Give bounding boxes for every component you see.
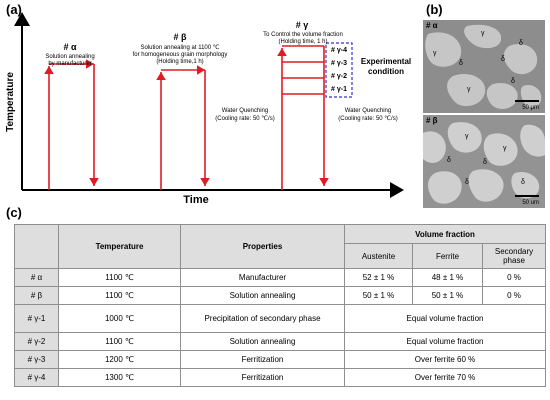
phase-label: δ	[511, 78, 515, 85]
scale-label: 50 μm	[522, 105, 539, 111]
gamma-id: # γ	[296, 20, 309, 30]
beta-id: # β	[174, 32, 188, 42]
row-properties: Precipitation of secondary phase	[180, 304, 345, 333]
micrograph-alpha: # α γ δ γ δ δ γ δ 50 μm	[423, 20, 545, 113]
gamma-profile	[277, 45, 329, 190]
beta-desc-2: for homogeneous grain morphology	[133, 52, 228, 58]
gamma-box	[325, 42, 353, 98]
row-temperature: 1200 ℃	[58, 350, 181, 369]
beta-desc-1: Solution annealing at 1100 ℃	[140, 44, 219, 51]
experimental-condition-1: Experimental	[361, 57, 411, 66]
alpha-desc-1: Solution annealing	[45, 54, 94, 60]
phase-label: γ	[433, 50, 437, 57]
row-properties: Ferritization	[180, 368, 345, 387]
micrograph-alpha-texture	[423, 20, 545, 113]
row-temperature: 1100 ℃	[58, 268, 181, 287]
row-volume-fraction: Over ferrite 70 %	[343, 368, 547, 387]
row-volume-fraction: Over ferrite 60 %	[343, 350, 547, 369]
beta-desc-3: (Holding time,1 h)	[156, 59, 203, 65]
gamma-quench-2: (Cooling rate: 50 ℃/s)	[338, 115, 397, 122]
beta-profile	[156, 65, 210, 190]
phase-label: γ	[481, 30, 485, 37]
gamma-item-2: # γ-2	[331, 73, 347, 80]
phase-label: γ	[465, 133, 469, 140]
table-row: # γ-2 1100 ℃ Solution annealing Equal vo…	[14, 332, 547, 351]
header-id	[14, 224, 59, 269]
phase-label: δ	[465, 179, 469, 186]
gamma-quench-1: Water Quenching	[345, 108, 391, 114]
row-volume-fraction: Equal volume fraction	[343, 332, 547, 351]
row-id: # γ-4	[14, 368, 59, 387]
row-secondary: 0 %	[481, 286, 547, 305]
phase-label: γ	[503, 145, 507, 152]
experimental-condition-2: condition	[368, 67, 404, 76]
micrograph-beta-tag: # β	[426, 116, 438, 125]
phase-label: δ	[459, 60, 463, 67]
row-temperature: 1100 ℃	[58, 286, 181, 305]
row-id: # γ-1	[14, 304, 59, 333]
phase-label: δ	[521, 179, 525, 186]
row-austenite: 50 ± 1 %	[344, 286, 413, 305]
header-temperature: Temperature	[58, 224, 181, 269]
scale-label: 50 um	[522, 200, 539, 206]
row-secondary: 0 %	[481, 268, 547, 287]
phase-label: γ	[467, 86, 471, 93]
micrograph-beta-texture	[423, 115, 545, 208]
panel-label-b: (b)	[426, 2, 443, 17]
alpha-id: # α	[63, 42, 77, 52]
gamma-desc-1: To Control the volume fraction	[263, 32, 343, 38]
row-id: # γ-3	[14, 350, 59, 369]
phase-label: δ	[447, 157, 451, 164]
table-row: # γ-1 1000 ℃ Precipitation of secondary …	[14, 304, 547, 333]
gamma-item-1: # γ-1	[331, 86, 347, 93]
subheader-austenite: Austenite	[344, 243, 413, 269]
row-properties: Manufacturer	[180, 268, 345, 287]
row-temperature: 1100 ℃	[58, 332, 181, 351]
row-temperature: 1000 ℃	[58, 304, 181, 333]
beta-quench-1: Water Quenching	[222, 108, 268, 114]
row-properties: Solution annealing	[180, 332, 345, 351]
table-row: # β 1100 ℃ Solution annealing 50 ± 1 % 5…	[14, 286, 547, 305]
beta-quench-2: (Cooling rate: 50 ℃/s)	[215, 115, 274, 122]
x-axis-label: Time	[183, 194, 208, 205]
panel-label-c: (c)	[6, 205, 22, 220]
micrograph-alpha-tag: # α	[426, 21, 438, 30]
gamma-item-4: # γ-4	[331, 47, 347, 54]
alpha-desc-2: by manufacturer	[48, 61, 91, 67]
gamma-item-3: # γ-3	[331, 60, 347, 67]
heat-treatment-diagram: Temperature Time # α Solution annealing …	[5, 12, 411, 205]
micrograph-beta: # β δ γ δ γ δ δ 50 um	[423, 115, 545, 208]
gamma-desc-2: (Holding time, 1 h)	[278, 39, 327, 45]
row-ferrite: 50 ± 1 %	[412, 286, 483, 305]
phase-label: δ	[519, 40, 523, 47]
table-row: # γ-4 1300 ℃ Ferritization Over ferrite …	[14, 368, 547, 387]
phase-label: δ	[483, 159, 487, 166]
row-austenite: 52 ± 1 %	[344, 268, 413, 287]
subheader-ferrite: Ferrite	[412, 243, 483, 269]
table-row: # α 1100 ℃ Manufacturer 52 ± 1 % 48 ± 1 …	[14, 268, 547, 287]
row-properties: Solution annealing	[180, 286, 345, 305]
row-ferrite: 48 ± 1 %	[412, 268, 483, 287]
header-properties: Properties	[180, 224, 345, 269]
row-properties: Ferritization	[180, 350, 345, 369]
row-volume-fraction: Equal volume fraction	[343, 304, 547, 333]
row-id: # γ-2	[14, 332, 59, 351]
scale-bar	[515, 195, 539, 197]
conditions-table: Temperature Properties Volume fraction A…	[14, 224, 547, 387]
alpha-profile	[44, 59, 99, 190]
table-row: # γ-3 1200 ℃ Ferritization Over ferrite …	[14, 350, 547, 369]
row-id: # β	[14, 286, 59, 305]
phase-label: δ	[501, 56, 505, 63]
row-temperature: 1300 ℃	[58, 368, 181, 387]
header-volume-fraction: Volume fraction	[343, 224, 547, 244]
subheader-secondary-phase: Secondary phase	[481, 243, 547, 269]
y-axis-label: Temperature	[5, 72, 16, 132]
scale-bar	[515, 100, 539, 102]
row-id: # α	[14, 268, 59, 287]
